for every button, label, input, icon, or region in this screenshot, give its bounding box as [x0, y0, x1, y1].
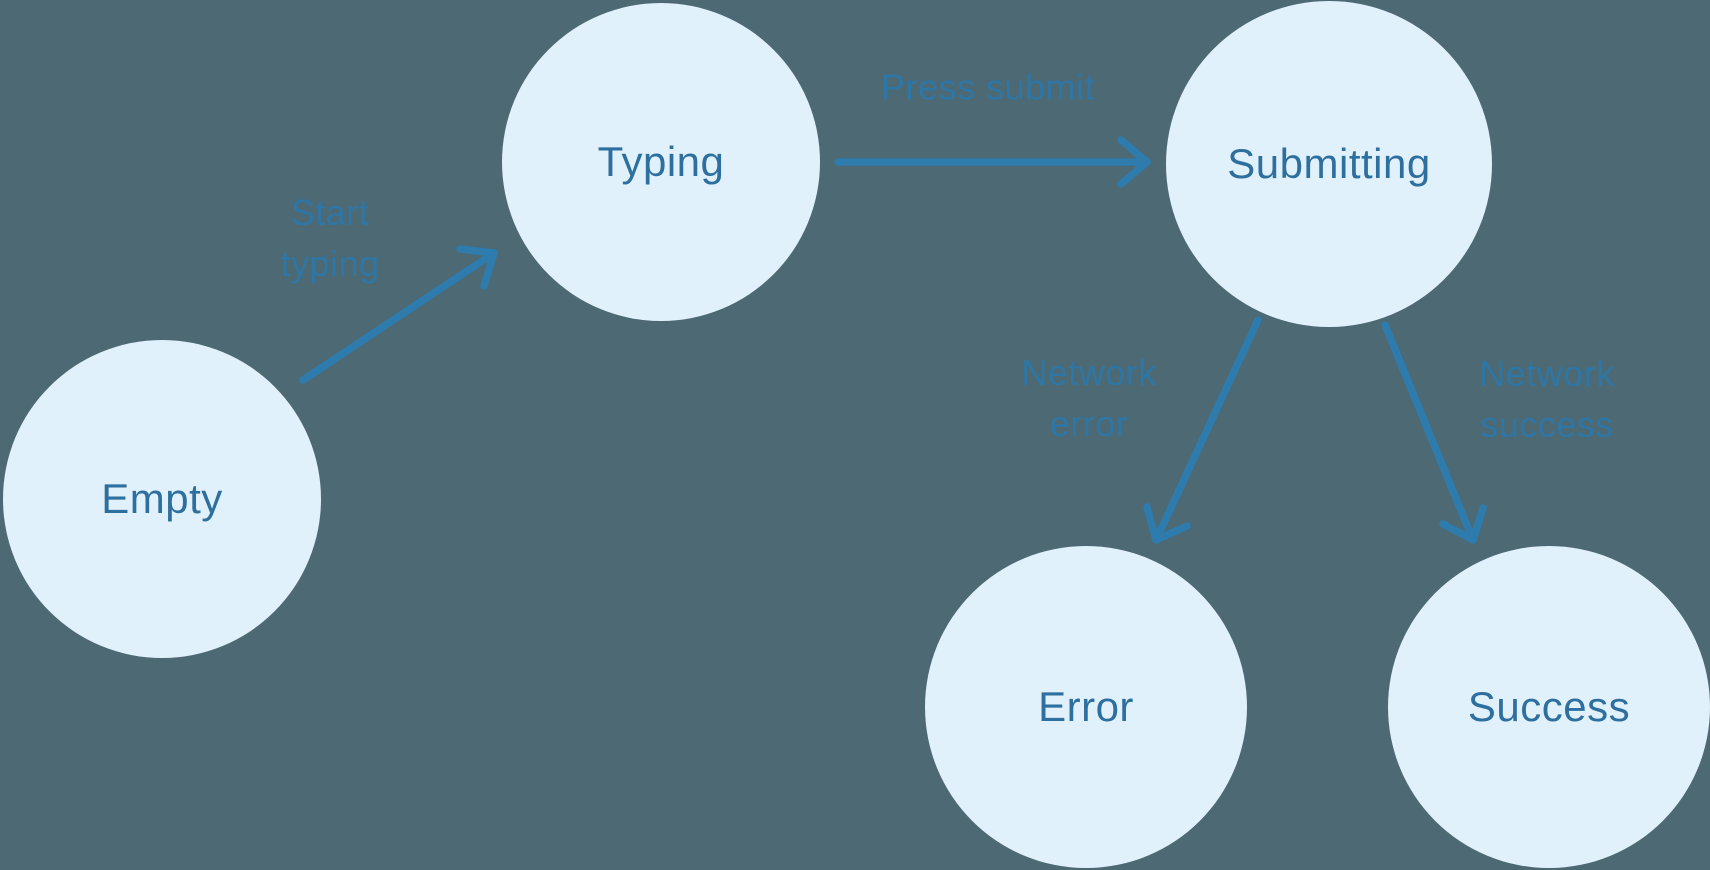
- state-node-success: Success: [1388, 546, 1710, 868]
- edge-label-start-typing: Start typing: [280, 192, 380, 284]
- arrowhead-icon: [1117, 136, 1151, 188]
- edge-typing-to-submitting: [834, 136, 1151, 188]
- edge-label-network-error: Network error: [1021, 352, 1157, 444]
- state-label-empty: Empty: [101, 475, 223, 522]
- state-node-typing: Typing: [502, 3, 820, 321]
- state-node-submitting: Submitting: [1166, 1, 1492, 327]
- arrowhead-icon: [456, 245, 498, 290]
- state-node-error: Error: [925, 546, 1247, 868]
- edge-line-network-error: [1152, 316, 1262, 544]
- edge-submitting-to-success: [1381, 321, 1487, 544]
- state-label-error: Error: [1038, 683, 1134, 730]
- arrowhead-icon: [1439, 504, 1487, 544]
- edge-line-start-typing: [299, 249, 498, 384]
- edge-submitting-to-error: [1143, 316, 1262, 544]
- state-node-empty: Empty: [3, 340, 321, 658]
- state-label-typing: Typing: [597, 138, 725, 185]
- arrowhead-icon: [1143, 503, 1191, 544]
- edge-line-network-success: [1381, 321, 1477, 544]
- state-label-submitting: Submitting: [1227, 140, 1431, 187]
- edge-label-press-submit: Press submit: [880, 66, 1096, 108]
- edge-empty-to-typing: [299, 245, 498, 384]
- edge-label-network-success: Network success: [1479, 353, 1615, 445]
- state-label-success: Success: [1467, 683, 1631, 730]
